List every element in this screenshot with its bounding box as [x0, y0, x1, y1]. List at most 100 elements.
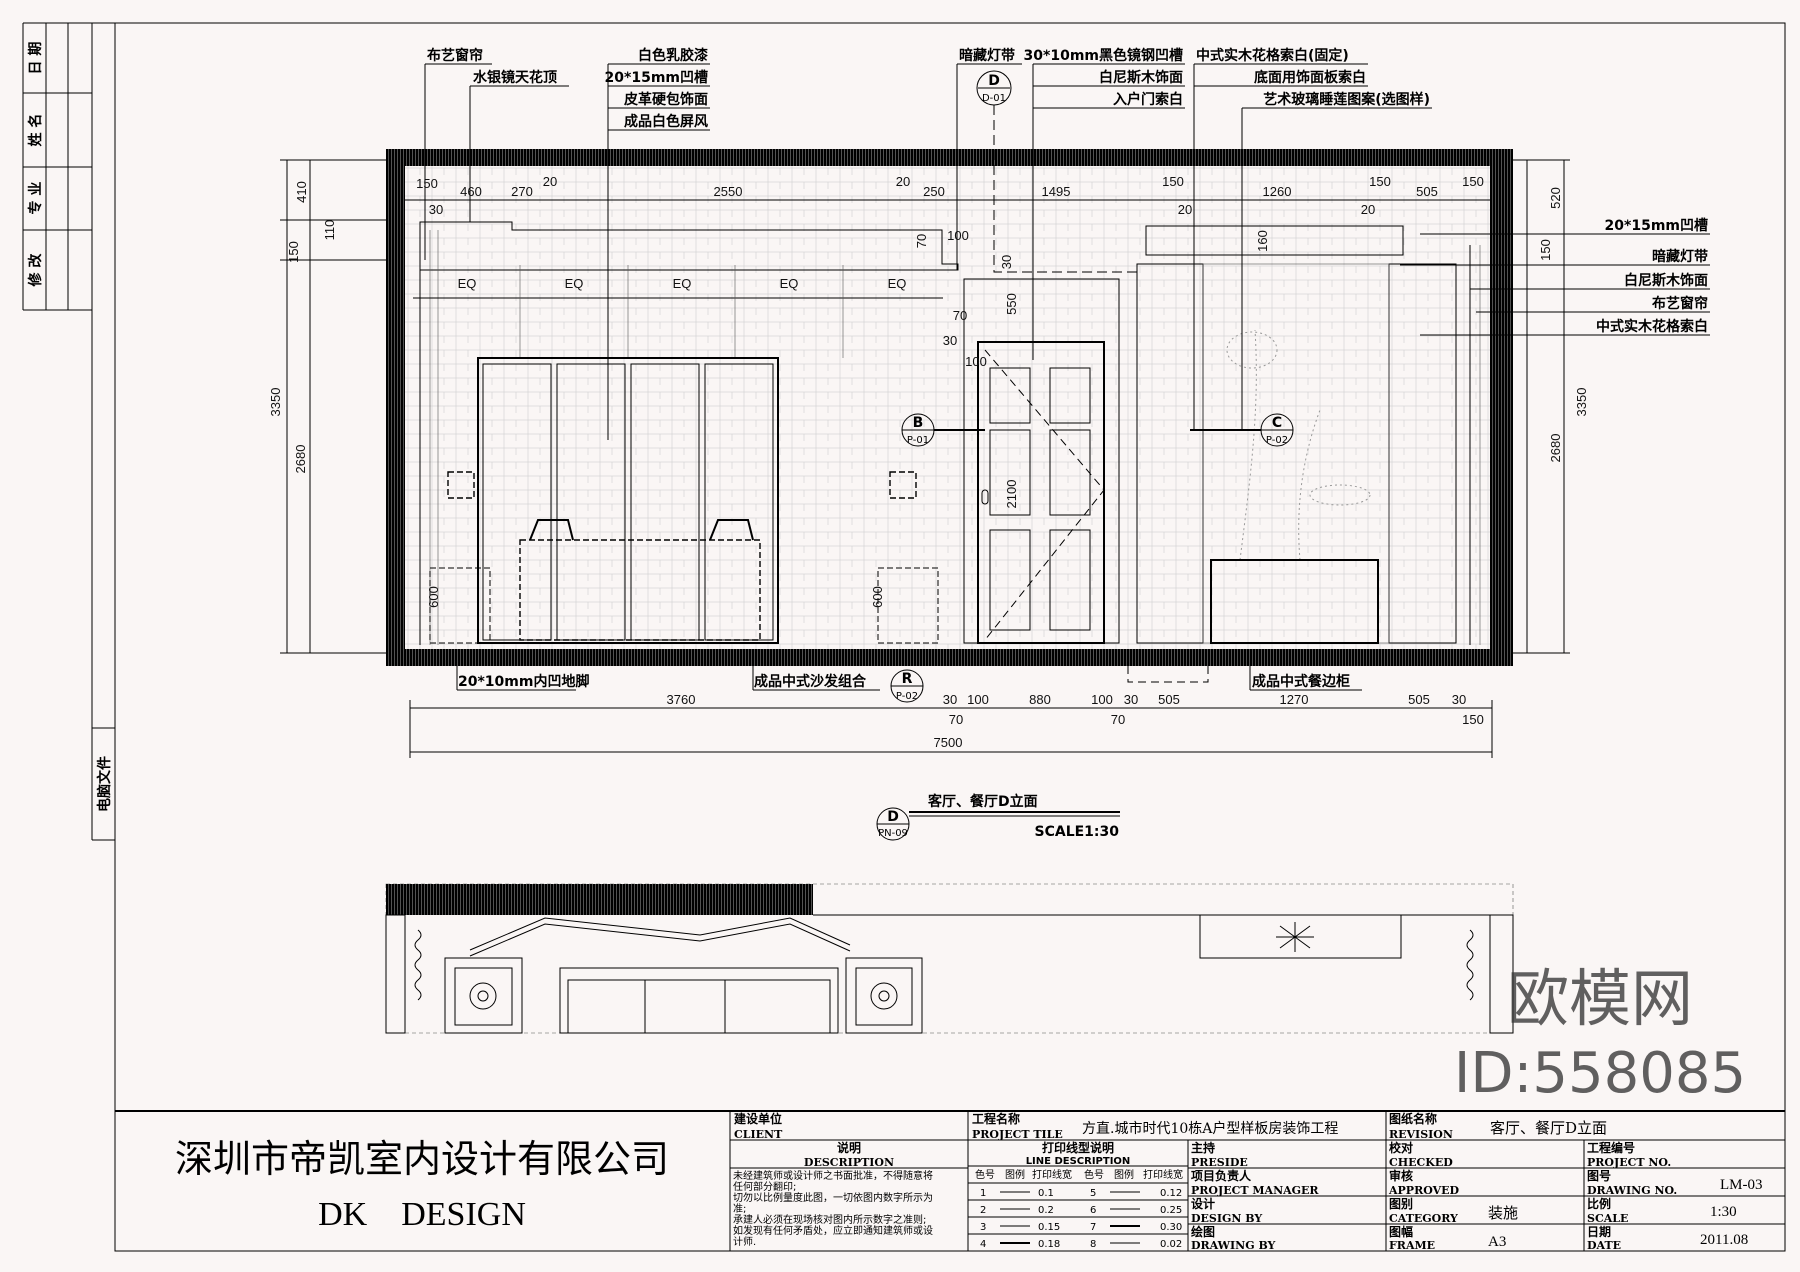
callout-white-screen: 成品白色屏风 — [624, 113, 708, 130]
floor-slab — [386, 649, 1513, 666]
callout-groove: 20*15mm凹槽 — [605, 69, 708, 86]
strip-date-label: 日 期 — [28, 42, 44, 75]
elevation-drawing — [386, 149, 1513, 683]
label-title-block-line-headers-0: 色号 — [975, 1168, 995, 1181]
company-name-en: DK DESIGN — [318, 1196, 526, 1233]
label-title-block-line-rows-1-0: 2 — [980, 1205, 986, 1216]
label-dims-right-1: 150 — [1538, 239, 1553, 261]
label-title-block-project-cn: 工程名称 — [972, 1111, 1020, 1126]
label-section-marks-c-letter: C — [1272, 415, 1282, 431]
section-mark-c[interactable]: C P-02 — [1190, 413, 1294, 447]
section-mark-b[interactable]: B P-01 — [901, 413, 985, 447]
entry-door[interactable] — [963, 278, 1120, 644]
eq-label: EQ — [458, 276, 477, 291]
callout-right-curtain: 布艺窗帘 — [1652, 295, 1708, 312]
label-dims-inner-2: 30 — [999, 255, 1014, 269]
label-title-block-line-rows-1-3: 0.25 — [1160, 1205, 1182, 1216]
label-dims-top-6: 20 — [896, 174, 910, 189]
label-section-marks-b-letter: B — [913, 415, 924, 431]
watermark-id: ID:558085 — [1454, 1041, 1746, 1106]
label-title-block-revision-en: REVISION — [1389, 1128, 1453, 1141]
callout-door-finish: 入户门索白 — [1113, 91, 1183, 108]
label-dims-left-4: 2680 — [293, 445, 308, 474]
label-title-block-approved-en: APPROVED — [1388, 1184, 1460, 1197]
label-title-block-drawing-en: DRAWING BY — [1191, 1239, 1276, 1252]
sheet-frame — [22, 22, 1786, 1252]
callout-leather-panel: 皮革硬包饰面 — [623, 91, 708, 108]
label-dims-top-5: 2550 — [714, 184, 743, 199]
company-name-cn: 深圳市帝凯室内设计有限公司 — [175, 1137, 669, 1181]
watermark: 欧模网 ID:558085 — [1454, 962, 1746, 1106]
label-section-marks-d-top-sheet: D-01 — [982, 93, 1006, 104]
plan-view — [385, 883, 1514, 1034]
label-title-block-line-rows-3-2: 8 — [1090, 1239, 1096, 1250]
dimensions-inner: 70 100 30 550 70 30 100 2100 160 600 600… — [426, 228, 1270, 608]
label-title-block-drawno-cn: 图号 — [1587, 1168, 1611, 1183]
callout-right-veneer: 白尼斯木饰面 — [1624, 272, 1708, 289]
callout-lattice-fixed: 中式实木花格索白(固定) — [1196, 47, 1349, 64]
watermark-brand: 欧模网 — [1507, 962, 1693, 1035]
callout-sideboard: 成品中式餐边柜 — [1252, 673, 1350, 690]
callout-sofa-set: 成品中式沙发组合 — [754, 673, 867, 690]
label-title-block-date-cn: 日期 — [1587, 1224, 1611, 1239]
callouts-top: 布艺窗帘 水银镜天花顶 白色乳胶漆 20*15mm凹槽 皮革硬包饰面 成品白色屏… — [424, 47, 1432, 440]
label-dims-inner-9: 600 — [426, 586, 441, 608]
eq-label: EQ — [673, 276, 692, 291]
label-title-block-notes-6: 计师. — [733, 1235, 756, 1248]
plan-sideboard — [1199, 914, 1402, 959]
plan-curtain-right — [1466, 929, 1474, 1001]
label-dims-bottom-13: 7500 — [934, 735, 963, 750]
callouts-bottom: 20*10mm内凹地脚 成品中式沙发组合 成品中式餐边柜 — [456, 666, 1362, 691]
label-dims-top-7: 250 — [923, 184, 945, 199]
label-dims-top-12: 20 — [1361, 202, 1375, 217]
label-section-marks-c-sheet: P-02 — [1266, 435, 1288, 446]
label-dims-bottom-5: 30 — [1124, 692, 1138, 707]
label-dims-top-2: 460 — [460, 184, 482, 199]
label-title-block-scale-cn: 比例 — [1587, 1196, 1611, 1211]
drawing-title: D PN-09 客厅、餐厅D立面 SCALE1:30 — [876, 793, 1120, 841]
label-dims-bottom-9: 30 — [1452, 692, 1466, 707]
label-dims-inner-0: 70 — [914, 234, 929, 248]
label-dims-right-3: 2680 — [1548, 434, 1563, 463]
label-title-block-checked-cn: 校对 — [1389, 1140, 1413, 1155]
label-dims-inner-6: 100 — [965, 354, 987, 369]
label-title-block-pm-en: PROJECT MANAGER — [1191, 1184, 1319, 1197]
dimensions-bottom: 3760 30 100 880 100 30 505 1270 505 30 7… — [409, 692, 1493, 758]
label-title-block-notes-1: 任何部分翻印; — [733, 1180, 796, 1193]
label-dims-inner-1: 100 — [947, 228, 969, 243]
section-mark-d-top[interactable]: D D-01 — [976, 70, 1140, 273]
scale-value: 1:30 — [1710, 1204, 1737, 1220]
label-title-block-notes-4: 承建人必须在现场核对图内所示数字之准则; — [733, 1213, 926, 1226]
callout-steel-groove: 30*10mm黑色镜钢凹槽 — [1024, 47, 1183, 64]
left-wall — [386, 149, 405, 666]
label-section-marks-d-top-letter: D — [988, 73, 1000, 89]
title-mark-sheet: PN-09 — [878, 828, 908, 839]
label-dims-inner-8: 160 — [1255, 230, 1270, 252]
label-title-block-design-en: DESIGN BY — [1191, 1212, 1262, 1225]
door-handle[interactable] — [981, 489, 989, 505]
wall-tile-finish — [405, 166, 1490, 649]
label-dims-left-0: 410 — [294, 181, 309, 203]
label-dims-right-0: 520 — [1548, 187, 1563, 209]
label-dims-top-3: 270 — [511, 184, 533, 199]
label-title-block-projno-en: PROJECT NO. — [1587, 1156, 1671, 1169]
section-mark-r[interactable]: R P-02 — [890, 669, 924, 703]
label-dims-right-2: 3350 — [1574, 388, 1589, 417]
callouts-right: 20*15mm凹槽 暗藏灯带 白尼斯木饰面 布艺窗帘 中式实木花格索白 — [1400, 217, 1710, 336]
label-dims-top-10: 20 — [1178, 202, 1192, 217]
dimensions-right: 520 150 3350 2680 — [1513, 159, 1589, 654]
label-title-block-line-rows-3-1: 0.18 — [1038, 1239, 1060, 1250]
callout-base-panel: 底面用饰面板索白 — [1254, 69, 1366, 86]
plan-sofa — [559, 967, 839, 1034]
label-title-block-scale-en: SCALE — [1587, 1212, 1628, 1225]
side-table-lamps — [429, 471, 939, 644]
ceiling-slab — [386, 149, 1513, 166]
label-dims-top-13: 150 — [1369, 174, 1391, 189]
dimensions-left: 410 110 150 3350 2680 — [268, 159, 386, 654]
label-title-block-line-headers-2: 打印线宽 — [1032, 1168, 1072, 1181]
label-dims-top-9: 150 — [1162, 174, 1184, 189]
label-dims-bottom-4: 100 — [1091, 692, 1113, 707]
label-title-block-line-headers-4: 图例 — [1114, 1168, 1134, 1181]
label-dims-left-3: 3350 — [268, 388, 283, 417]
